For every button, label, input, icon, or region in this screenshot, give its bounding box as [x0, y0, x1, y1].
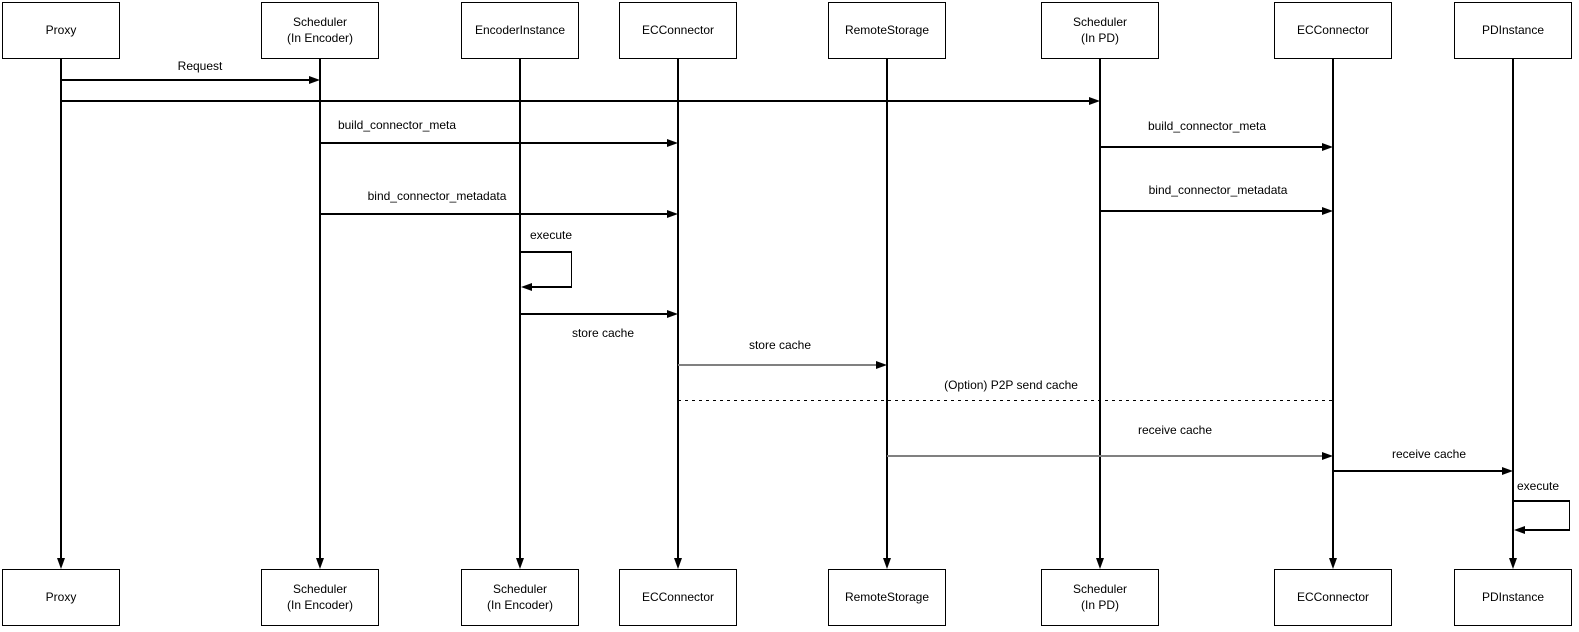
lifeline-scheduler-pd — [1099, 59, 1101, 560]
message-line-5 — [1100, 210, 1323, 212]
actor-box-bottom-ec-connector-pd: ECConnector — [1274, 569, 1392, 626]
message-label-4: bind_connector_metadata — [365, 188, 509, 204]
actor-box-bottom-remote-storage: RemoteStorage — [828, 569, 946, 626]
message-line-9 — [678, 400, 1333, 401]
actor-label-bottom-proxy: Proxy — [45, 589, 77, 604]
message-line-10 — [887, 455, 1323, 457]
message-line-7 — [520, 313, 668, 315]
message-arrowhead-4 — [667, 209, 678, 218]
self-message-top-segment-6 — [520, 251, 572, 253]
message-line-11 — [1333, 470, 1503, 472]
self-message-bottom-segment-6 — [530, 286, 572, 288]
actor-box-top-encoder-instance: EncoderInstance — [461, 2, 579, 59]
lifeline-scheduler-encoder — [319, 59, 321, 560]
actor-box-top-ec-connector-encoder: ECConnector — [619, 2, 737, 59]
actor-label-bottom-remote-storage: RemoteStorage — [844, 589, 930, 604]
lifeline-ec-connector-encoder — [677, 59, 679, 560]
actor-box-top-proxy: Proxy — [2, 2, 120, 59]
lifeline-proxy — [60, 59, 62, 560]
lifeline-arrowhead-proxy — [57, 558, 65, 569]
message-line-8 — [678, 364, 877, 366]
actor-box-bottom-pd-instance: PDInstance — [1454, 569, 1572, 626]
actor-box-top-scheduler-pd: Scheduler (In PD) — [1041, 2, 1159, 59]
actor-label-top-ec-connector-encoder: ECConnector — [641, 22, 715, 37]
self-message-right-segment-12 — [1568, 500, 1570, 531]
actor-label-bottom-pd-instance: PDInstance — [1481, 589, 1545, 604]
lifeline-arrowhead-scheduler-pd — [1096, 558, 1104, 569]
message-label-0: Request — [175, 58, 225, 74]
self-message-top-segment-12 — [1513, 500, 1570, 502]
message-label-5: bind_connector_metadata — [1146, 182, 1290, 198]
actor-label-top-ec-connector-pd: ECConnector — [1296, 22, 1370, 37]
actor-label-top-remote-storage: RemoteStorage — [844, 22, 930, 37]
actor-box-bottom-scheduler-pd: Scheduler (In PD) — [1041, 569, 1159, 626]
actor-label-top-proxy: Proxy — [45, 22, 77, 37]
message-line-2 — [320, 142, 668, 144]
message-arrowhead-7 — [667, 309, 678, 318]
message-line-1 — [61, 100, 1090, 102]
self-message-right-segment-6 — [570, 251, 572, 288]
lifeline-arrowhead-ec-connector-encoder — [674, 558, 682, 569]
actor-label-bottom-encoder-instance: Scheduler (In Encoder) — [486, 581, 554, 612]
self-message-arrowhead-12 — [1514, 525, 1525, 534]
lifeline-encoder-instance — [519, 59, 521, 560]
actor-box-bottom-scheduler-encoder: Scheduler (In Encoder) — [261, 569, 379, 626]
actor-label-bottom-ec-connector-pd: ECConnector — [1296, 589, 1370, 604]
message-label-2: build_connector_meta — [335, 117, 459, 133]
actor-label-bottom-scheduler-pd: Scheduler (In PD) — [1072, 581, 1128, 612]
message-arrowhead-5 — [1322, 206, 1333, 215]
lifeline-remote-storage — [886, 59, 888, 560]
lifeline-ec-connector-pd — [1332, 59, 1334, 560]
actor-label-bottom-scheduler-encoder: Scheduler (In Encoder) — [286, 581, 354, 612]
message-label-9: (Option) P2P send cache — [942, 377, 1080, 393]
actor-box-bottom-encoder-instance: Scheduler (In Encoder) — [461, 569, 579, 626]
lifeline-arrowhead-remote-storage — [883, 558, 891, 569]
lifeline-arrowhead-encoder-instance — [516, 558, 524, 569]
actor-label-top-scheduler-pd: Scheduler (In PD) — [1072, 14, 1128, 45]
self-message-arrowhead-6 — [521, 282, 532, 291]
actor-label-top-scheduler-encoder: Scheduler (In Encoder) — [286, 14, 354, 45]
message-arrowhead-8 — [876, 361, 887, 369]
actor-box-top-scheduler-encoder: Scheduler (In Encoder) — [261, 2, 379, 59]
actor-label-bottom-ec-connector-encoder: ECConnector — [641, 589, 715, 604]
message-label-10: receive cache — [1135, 422, 1215, 438]
actor-label-top-encoder-instance: EncoderInstance — [474, 22, 566, 37]
actor-box-top-remote-storage: RemoteStorage — [828, 2, 946, 59]
message-arrowhead-1 — [1089, 96, 1100, 105]
lifeline-arrowhead-ec-connector-pd — [1329, 558, 1337, 569]
actor-box-top-ec-connector-pd: ECConnector — [1274, 2, 1392, 59]
message-label-7: store cache — [569, 325, 637, 341]
message-arrowhead-0 — [309, 75, 320, 84]
actor-box-bottom-proxy: Proxy — [2, 569, 120, 626]
message-arrowhead-11 — [1502, 466, 1513, 475]
message-label-11: receive cache — [1389, 446, 1469, 462]
actor-box-bottom-ec-connector-encoder: ECConnector — [619, 569, 737, 626]
message-line-4 — [320, 213, 668, 215]
lifeline-pd-instance — [1512, 59, 1514, 560]
message-line-3 — [1100, 146, 1323, 148]
self-message-bottom-segment-12 — [1523, 529, 1570, 531]
message-label-3: build_connector_meta — [1145, 118, 1269, 134]
actor-box-top-pd-instance: PDInstance — [1454, 2, 1572, 59]
message-label-8: store cache — [746, 337, 814, 353]
message-line-0 — [61, 79, 310, 81]
message-label-12: execute — [1514, 478, 1562, 494]
message-arrowhead-2 — [667, 138, 678, 147]
lifeline-arrowhead-scheduler-encoder — [316, 558, 324, 569]
message-label-6: execute — [527, 227, 575, 243]
message-arrowhead-3 — [1322, 142, 1333, 151]
lifeline-arrowhead-pd-instance — [1509, 558, 1517, 569]
message-arrowhead-10 — [1322, 452, 1333, 460]
actor-label-top-pd-instance: PDInstance — [1481, 22, 1545, 37]
